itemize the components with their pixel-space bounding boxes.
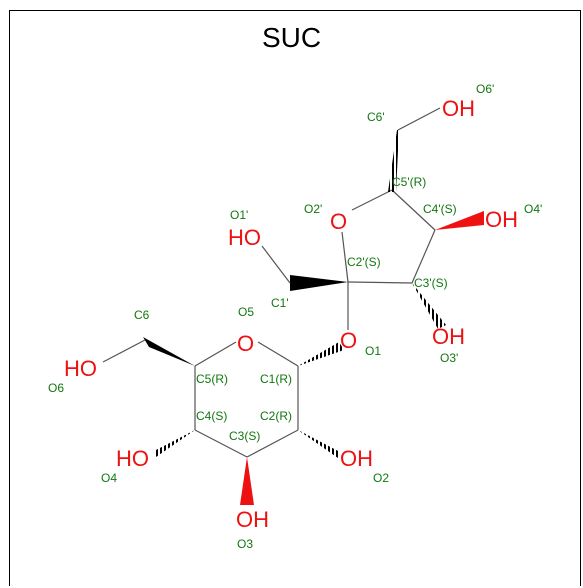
hashed-bond-c1-o1	[298, 342, 344, 366]
label-c2p: C2'(S)	[347, 255, 381, 269]
hashed-bond-c2-o2	[298, 430, 340, 458]
atom-oh-3p: OH	[432, 324, 465, 349]
label-o2: O2	[373, 471, 389, 485]
atom-oh-2: OH	[340, 446, 373, 471]
atom-o-ring-glucose: O	[237, 331, 254, 356]
atom-oh-3: OH	[236, 507, 269, 532]
atom-oh-6p: OH	[442, 96, 475, 121]
label-o3: O3	[237, 537, 253, 551]
label-c3: C3(S)	[229, 429, 260, 443]
hashed-bond-c4-o4	[154, 430, 195, 457]
hashed-bond-c3p-o3p	[412, 283, 446, 329]
label-o2p: O2'	[304, 202, 322, 216]
atom-o-ring-fructose: O	[330, 209, 347, 234]
atom-ho-4: HO	[116, 446, 149, 471]
atom-oh-4p: OH	[485, 207, 518, 232]
label-o4p: O4'	[524, 202, 542, 216]
label-c6: C6	[134, 308, 150, 322]
diagram-title: SUC	[261, 22, 322, 53]
label-o1: O1	[365, 344, 381, 358]
bond-c3-c4	[194, 429, 248, 458]
bond-o5-c1	[257, 341, 299, 367]
label-c2: C2(R)	[260, 409, 292, 423]
label-o6: O6	[48, 381, 64, 395]
bond-c2p-c3p	[347, 281, 413, 284]
label-c1p: C1'	[271, 296, 289, 310]
label-o6p: O6'	[476, 82, 494, 96]
bond-o2p-c2p	[341, 231, 349, 283]
bond-c6p-o6p	[397, 107, 441, 131]
label-o1p: O1'	[230, 208, 248, 222]
atom-ho-1p: HO	[228, 225, 261, 250]
label-c4: C4(S)	[196, 409, 227, 423]
wedge-bond-c5-c6	[143, 337, 195, 366]
bond-c4p-c5p	[391, 189, 436, 231]
hashed-bond-c5p-c6p	[388, 130, 399, 192]
atom-ho-6: HO	[64, 356, 97, 381]
wedge-bond-c4p-o4p	[435, 211, 484, 230]
bond-c1p-o1p	[261, 245, 291, 284]
bond-c2-c3	[246, 429, 299, 458]
atom-o-glycosidic: O	[340, 328, 357, 353]
wedge-bond-c2p-c1p	[290, 275, 348, 291]
label-o5: O5	[238, 305, 254, 319]
diagram-frame	[9, 10, 581, 586]
label-c4p: C4'(S)	[423, 202, 457, 216]
label-c5: C5(R)	[196, 372, 228, 386]
bond-c6-o6	[102, 339, 146, 363]
label-o4: O4	[101, 471, 117, 485]
bond-c3p-c4p	[411, 229, 436, 284]
bond-c5p-o2p	[351, 189, 393, 211]
label-c6p: C6'	[367, 110, 385, 124]
label-o3p: O3'	[440, 351, 458, 365]
label-c1: C1(R)	[260, 372, 292, 386]
wedge-bond-c3-o3	[240, 457, 254, 505]
label-c3p: C3'(S)	[414, 276, 448, 290]
bond-c5-o5	[194, 341, 237, 367]
label-c5p: C5'(R)	[392, 175, 426, 189]
